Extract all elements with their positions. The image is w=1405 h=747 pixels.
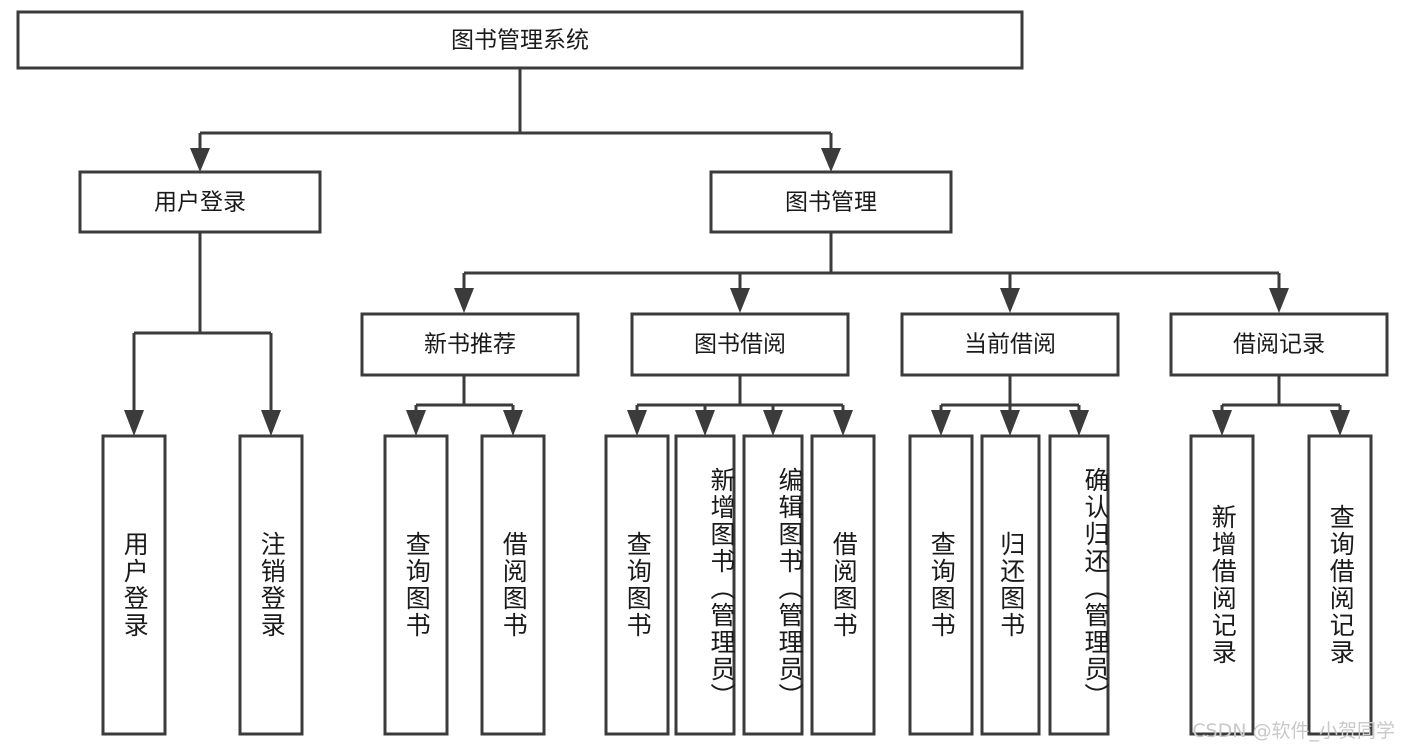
- arrowhead-leaf-c1: [931, 410, 951, 436]
- connectors-user-login-to-leaves: [124, 232, 281, 436]
- arrowhead-leaf-b4: [833, 410, 853, 436]
- watermark-text: CSDN @软件_小贺同学: [1192, 720, 1395, 742]
- arrowhead-leaf-b1: [627, 410, 647, 436]
- arrowhead-current-borrow: [1000, 288, 1020, 313]
- arrowhead-book-manage: [821, 148, 841, 172]
- arrowhead-leaf-b2: [695, 410, 715, 436]
- connectors-book-manage-to-level3: [454, 232, 1289, 313]
- node-new-book-recommend-box[interactable]: [360, 312, 580, 377]
- leaf-box-nb-borrow-book[interactable]: [480, 434, 546, 736]
- arrowhead-leaf-r1: [1212, 410, 1232, 436]
- leaf-box-bb-add-book[interactable]: [674, 434, 736, 736]
- leaf-box-bb-borrow-book[interactable]: [810, 434, 876, 736]
- leaf-box-br-add-record[interactable]: [1189, 434, 1255, 736]
- node-root-system-label: 图书管理系统: [451, 28, 589, 54]
- arrowhead-new-book: [454, 288, 474, 313]
- node-new-book-recommend[interactable]: 新书推荐: [360, 312, 580, 377]
- arrowhead-borrow-record: [1269, 288, 1289, 313]
- node-borrow-record[interactable]: 借阅记录: [1169, 312, 1389, 377]
- arrowhead-user-login: [190, 148, 210, 172]
- arrowhead-leaf-r2: [1330, 410, 1350, 436]
- arrowhead-leaf-n1: [406, 410, 426, 436]
- node-current-borrow-box[interactable]: [900, 312, 1120, 377]
- node-user-login-box[interactable]: [78, 170, 322, 234]
- node-borrow-record-label: 借阅记录: [1233, 332, 1325, 358]
- arrowhead-leaf-c3: [1069, 410, 1089, 436]
- node-book-borrow[interactable]: 图书借阅: [630, 312, 850, 377]
- leaf-box-bb-query-book[interactable]: [604, 434, 670, 736]
- arrowhead-leaf-b3: [763, 410, 783, 436]
- leaf-box-cb-query-book[interactable]: [908, 434, 974, 736]
- arrowhead-leaf-u1: [124, 410, 144, 436]
- node-current-borrow[interactable]: 当前借阅: [900, 312, 1120, 377]
- node-new-book-recommend-label: 新书推荐: [424, 332, 516, 358]
- node-book-management-label: 图书管理: [785, 190, 877, 216]
- leaf-box-nb-query-book[interactable]: [383, 434, 449, 736]
- leaf-box-cb-confirm-return[interactable]: [1048, 434, 1110, 736]
- node-book-management[interactable]: 图书管理: [709, 170, 953, 234]
- node-book-borrow-label: 图书借阅: [694, 332, 786, 358]
- leaf-box-cb-return-book[interactable]: [980, 434, 1041, 736]
- connectors-borrow-record-to-leaves: [1212, 375, 1350, 436]
- leaf-boxes: [101, 434, 1373, 736]
- node-user-login-label: 用户登录: [154, 190, 246, 216]
- connectors-root-to-level2: [190, 68, 841, 172]
- node-root-system[interactable]: 图书管理系统: [16, 10, 1024, 70]
- leaf-box-user-logout[interactable]: [238, 434, 304, 736]
- leaf-box-br-query-record[interactable]: [1307, 434, 1373, 736]
- arrowhead-leaf-n2: [503, 410, 523, 436]
- leaf-box-user-login[interactable]: [101, 434, 167, 736]
- node-book-management-box[interactable]: [709, 170, 953, 234]
- node-borrow-record-box[interactable]: [1169, 312, 1389, 377]
- leaf-box-bb-edit-book[interactable]: [742, 434, 804, 736]
- node-book-borrow-box[interactable]: [630, 312, 850, 377]
- node-user-login[interactable]: 用户登录: [78, 170, 322, 234]
- connectors-current-borrow-to-leaves: [931, 375, 1089, 436]
- connectors-new-book-to-leaves: [406, 375, 523, 436]
- arrowhead-leaf-u2: [261, 410, 281, 436]
- connectors-book-borrow-to-leaves: [627, 375, 853, 436]
- arrowhead-book-borrow: [730, 288, 750, 313]
- node-root-system-box[interactable]: [16, 10, 1024, 70]
- node-current-borrow-label: 当前借阅: [964, 332, 1056, 358]
- arrowhead-leaf-c2: [1000, 410, 1020, 436]
